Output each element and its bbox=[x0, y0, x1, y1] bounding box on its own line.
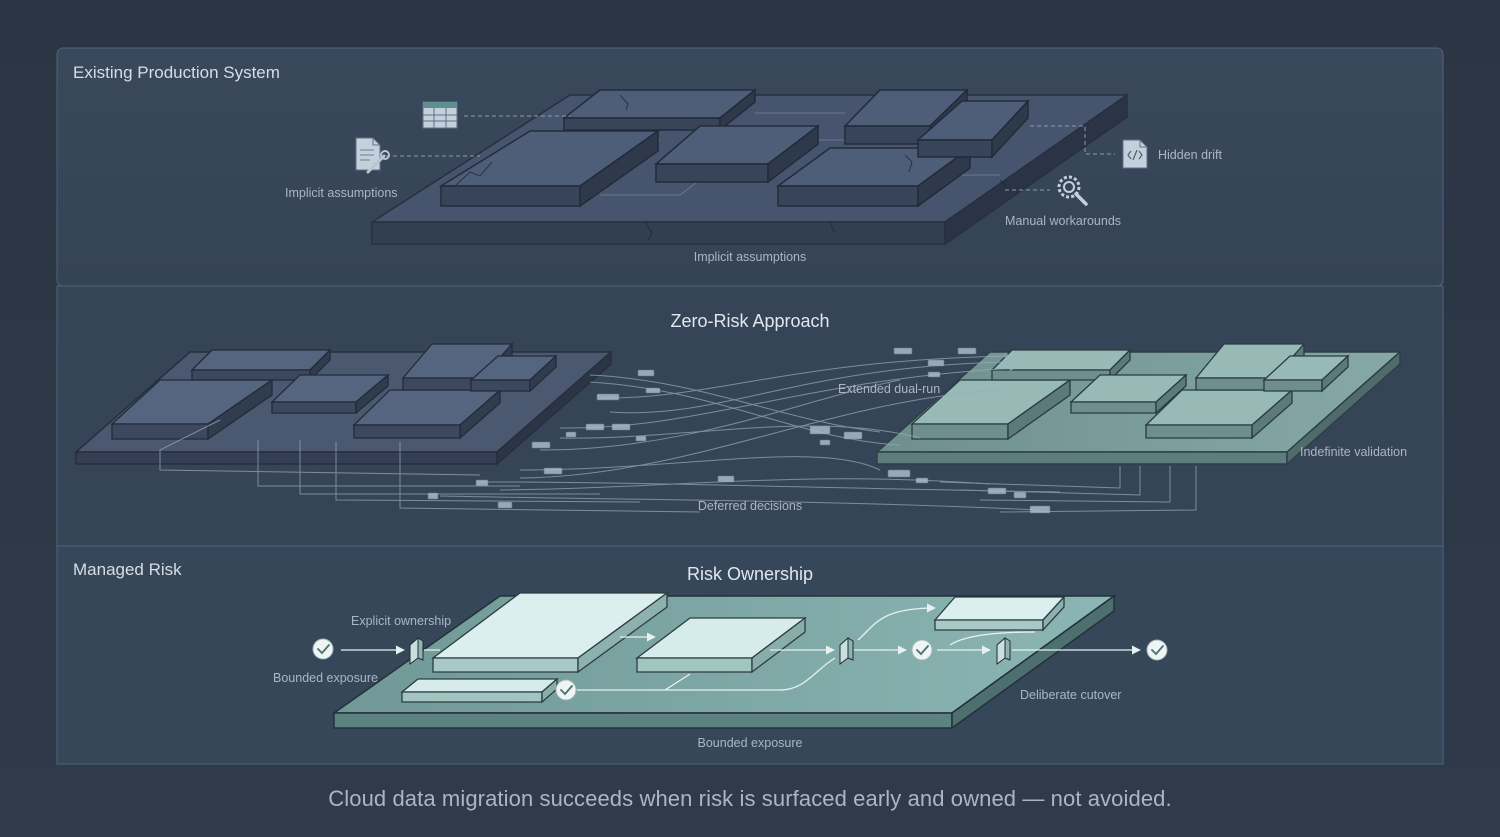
zero-risk-diagram: Zero-Risk Approach Extended dual-run Ind… bbox=[74, 311, 1407, 514]
existing-system-diagram: Existing Production System Implicit assu… bbox=[73, 63, 1222, 264]
managed-blocks bbox=[400, 591, 1066, 704]
caption: Cloud data migration succeeds when risk … bbox=[328, 786, 1172, 811]
code-file-icon bbox=[1122, 139, 1148, 169]
label-explicit-ownership: Explicit ownership bbox=[351, 614, 451, 628]
table-icon bbox=[422, 101, 458, 129]
label-hidden-drift: Hidden drift bbox=[1158, 148, 1222, 162]
zr-target-blocks bbox=[910, 342, 1350, 441]
legacy-base-side bbox=[944, 93, 1128, 246]
label-indefinite-validation: Indefinite validation bbox=[1300, 445, 1407, 459]
label-implicit-assumptions-bottom: Implicit assumptions bbox=[694, 250, 807, 264]
legacy-block-1 bbox=[438, 129, 661, 208]
legacy-block-2 bbox=[561, 88, 758, 132]
zero-risk-title: Zero-Risk Approach bbox=[670, 311, 829, 331]
document-wrench-icon bbox=[355, 137, 390, 174]
label-deliberate-cutover: Deliberate cutover bbox=[1020, 688, 1121, 702]
label-extended-dual-run: Extended dual-run bbox=[838, 382, 940, 396]
managed-risk-diagram: Managed Risk Risk Ownership Explicit own… bbox=[73, 560, 1168, 750]
label-deferred-decisions: Deferred decisions bbox=[698, 499, 802, 513]
flow-arrows bbox=[341, 603, 1141, 691]
check-icon-gate bbox=[911, 639, 933, 661]
managed-subtitle: Risk Ownership bbox=[687, 564, 813, 584]
legacy-block-6 bbox=[916, 99, 1030, 159]
check-icon-final bbox=[1146, 639, 1168, 661]
label-bounded-exposure-left: Bounded exposure bbox=[273, 671, 378, 685]
legacy-block-3 bbox=[653, 124, 821, 184]
zr-legacy-blocks bbox=[110, 342, 558, 441]
gate-markers bbox=[409, 636, 1011, 665]
existing-title: Existing Production System bbox=[73, 63, 280, 82]
check-icon bbox=[312, 638, 334, 660]
label-bounded-exposure-bottom: Bounded exposure bbox=[698, 736, 803, 750]
label-manual-workarounds: Manual workarounds bbox=[1005, 214, 1121, 228]
label-implicit-assumptions-left: Implicit assumptions bbox=[285, 186, 398, 200]
managed-title: Managed Risk bbox=[73, 560, 182, 579]
legacy-base-front bbox=[371, 221, 946, 245]
gear-search-icon bbox=[1057, 175, 1088, 206]
check-icon-bounded bbox=[555, 679, 577, 701]
data-packets bbox=[427, 347, 1051, 514]
